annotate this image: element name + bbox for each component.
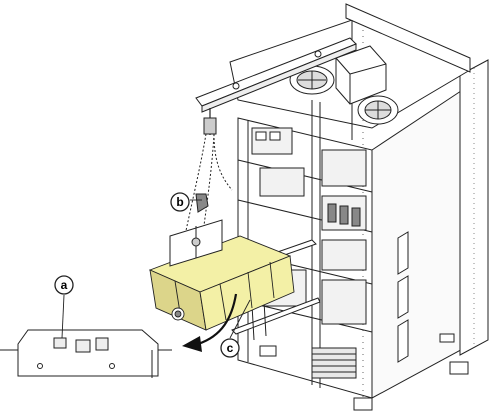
removable-module (148, 235, 295, 331)
internal-modules (251, 127, 367, 325)
top-duct (335, 45, 387, 105)
callout-a-label: a (61, 278, 68, 292)
callout-leaders (61, 199, 251, 339)
lifting-bracket (169, 219, 223, 267)
fan-right (357, 95, 399, 125)
hook (195, 193, 209, 213)
callout-a: a (54, 275, 74, 295)
detail-plate (0, 329, 172, 378)
removal-arrow (197, 293, 238, 346)
callout-c-label: c (227, 341, 234, 355)
module-side (199, 255, 295, 331)
removal-arrowhead (182, 336, 202, 352)
callout-b: b (170, 192, 190, 212)
callout-c: c (220, 338, 240, 358)
fan-left (289, 65, 335, 95)
lifting-beam (195, 37, 357, 113)
cabinet-side-panel (371, 84, 471, 399)
callout-b-label: b (176, 195, 183, 209)
